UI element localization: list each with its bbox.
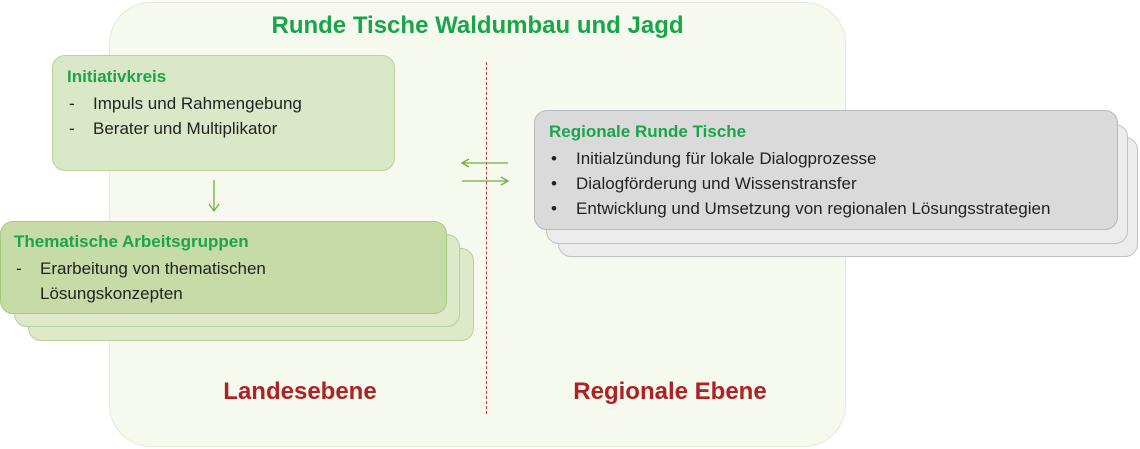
bullet-marker: • [551, 199, 557, 218]
dash-marker: - [16, 259, 22, 278]
left-arrow-icon [460, 158, 508, 168]
regional-box: Regionale Runde Tische • Initialzündung f… [534, 110, 1118, 230]
bullet-marker: • [551, 174, 557, 193]
list-item: • Initialzündung für lokale Dialogprozess… [549, 146, 1103, 171]
right-arrow-icon [462, 176, 510, 186]
list-item-text: Berater und Multiplikator [93, 119, 278, 138]
diagram-title: Runde Tische Waldumbau und Jagd [271, 12, 684, 39]
initiativkreis-box: Initiativkreis -Impuls und Rahmengebung … [52, 55, 395, 171]
initiativkreis-list: -Impuls und Rahmengebung -Berater und Mu… [67, 91, 380, 141]
down-arrow-icon [208, 180, 220, 213]
list-item-text: Initialzündung für lokale Dialogprozesse [576, 149, 877, 168]
level-label-regionale-ebene: Regionale Ebene [573, 378, 767, 405]
list-item: -Impuls und Rahmengebung [67, 91, 380, 116]
list-item-text: Impuls und Rahmengebung [93, 94, 302, 113]
arbeitsgruppen-box: Thematische Arbeitsgruppen -Erarbeitung … [0, 221, 447, 314]
level-label-landesebene: Landesebene [223, 378, 377, 405]
dash-marker: - [69, 119, 75, 138]
dash-marker: - [69, 94, 75, 113]
regional-list: • Initialzündung für lokale Dialogprozess… [549, 146, 1103, 221]
level-divider [486, 62, 487, 414]
initiativkreis-title: Initiativkreis [67, 67, 167, 86]
list-item: • Dialogförderung und Wissenstransfer [549, 171, 1103, 196]
bullet-marker: • [551, 149, 557, 168]
list-item: -Berater und Multiplikator [67, 116, 380, 141]
list-item-text: Dialogförderung und Wissenstransfer [576, 174, 857, 193]
list-item-text: Entwicklung und Umsetzung von regionalen… [576, 199, 1051, 218]
list-item: -Erarbeitung von thematischen Lösungskon… [14, 256, 324, 306]
arbeitsgruppen-title: Thematische Arbeitsgruppen [14, 232, 249, 251]
regional-title: Regionale Runde Tische [549, 122, 747, 141]
list-item: • Entwicklung und Umsetzung von regionale… [549, 196, 1103, 221]
arbeitsgruppen-list: -Erarbeitung von thematischen Lösungskon… [14, 256, 324, 306]
list-item-text: Erarbeitung von thematischen Lösungskonz… [40, 259, 266, 303]
